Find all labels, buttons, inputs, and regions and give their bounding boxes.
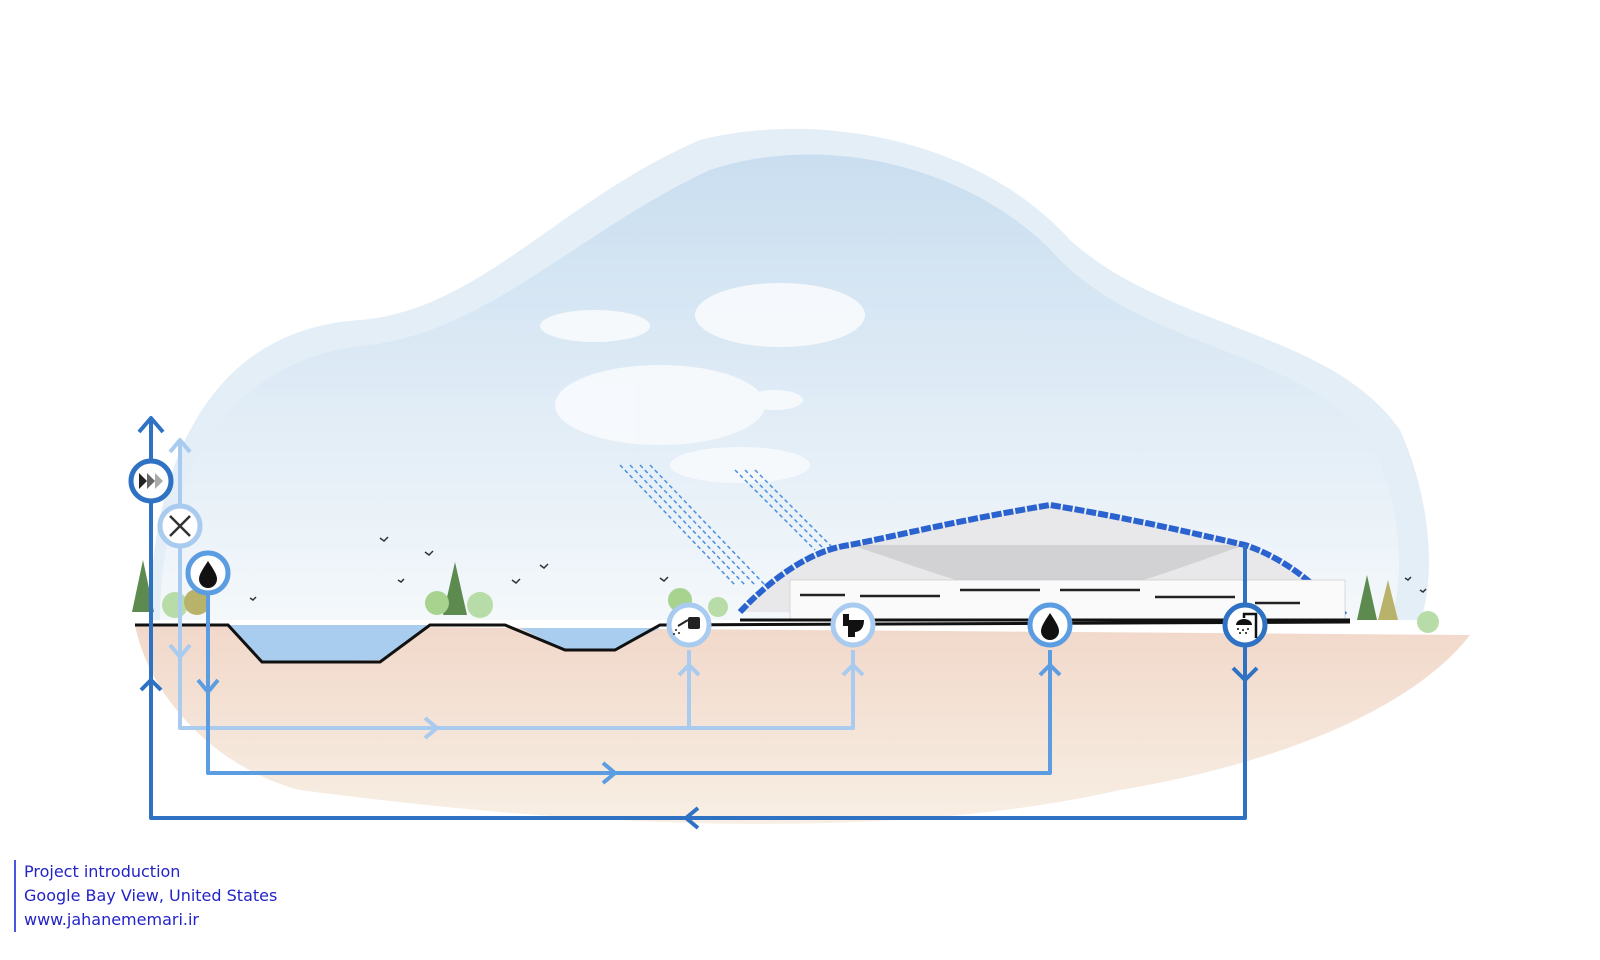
- birds: [249, 536, 1427, 601]
- pond-left: [228, 625, 430, 662]
- caption: Project introduction Google Bay View, Un…: [14, 860, 277, 932]
- rain: [619, 464, 836, 586]
- clouds: [540, 283, 865, 483]
- water-drop-icon-building: [1027, 602, 1073, 648]
- pipe-light: [168, 438, 865, 740]
- sky-blob: [160, 154, 1399, 620]
- toilet-icon: [830, 602, 876, 648]
- caption-title: Project introduction: [24, 862, 181, 881]
- water-drop-icon: [185, 550, 231, 596]
- trees: [132, 560, 1439, 633]
- pipe-medium: [196, 590, 1062, 785]
- pipe-dark: [137, 416, 1259, 830]
- shower-icon: [1222, 602, 1268, 648]
- fast-forward-icon: [128, 458, 174, 504]
- caption-project: Google Bay View, United States: [24, 886, 278, 905]
- terrain-line: [135, 620, 1351, 664]
- exchange-arrows-icon: [157, 503, 203, 549]
- green-roof: [737, 501, 1348, 618]
- watering-can-icon: [666, 602, 712, 648]
- caption-website[interactable]: www.jahanememari.ir: [24, 910, 200, 929]
